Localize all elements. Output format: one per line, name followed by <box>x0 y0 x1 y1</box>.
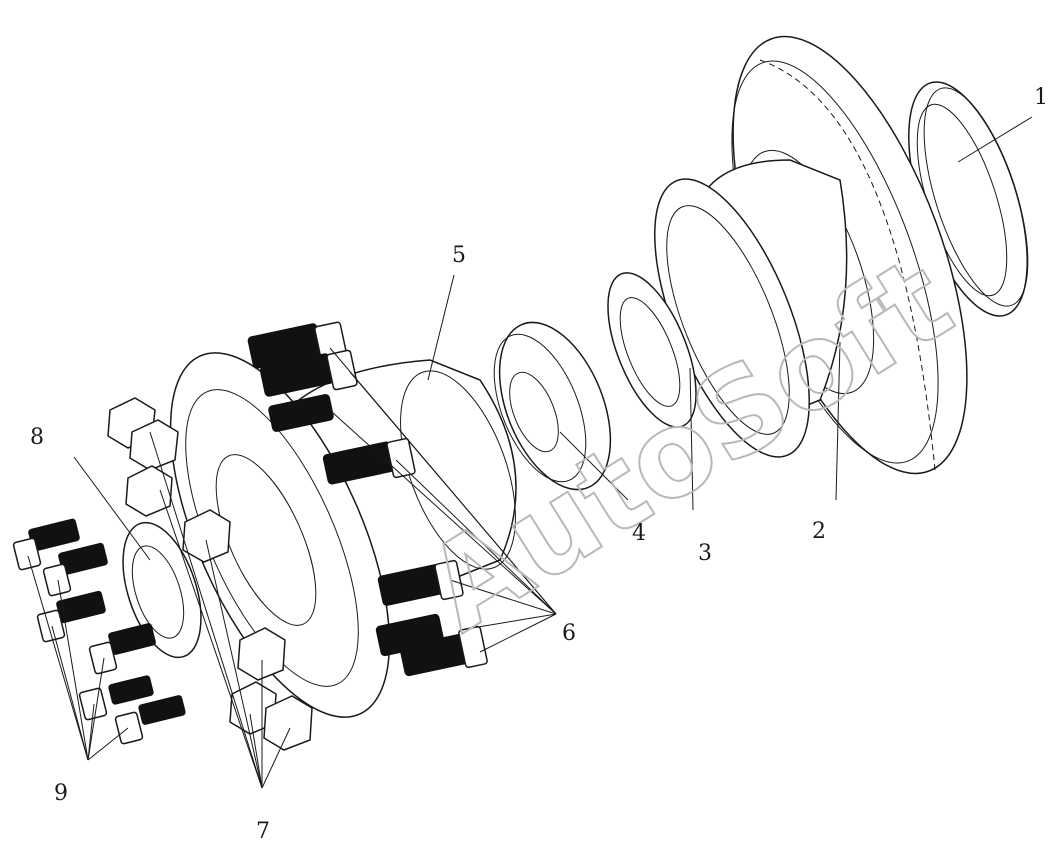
part-8-cap <box>122 521 202 659</box>
callout-4: 4 <box>632 521 646 546</box>
callout-1: 1 <box>1034 85 1048 110</box>
callout-7: 7 <box>256 819 270 844</box>
leader-lines <box>27 116 1033 789</box>
part-9-bolts <box>12 518 186 745</box>
part-4-bearing <box>493 321 612 491</box>
callout-2: 2 <box>812 519 826 544</box>
callout-3: 3 <box>698 541 712 566</box>
part-6-wheel-studs <box>247 321 488 677</box>
part-3-plate <box>607 272 697 428</box>
callout-5: 5 <box>452 243 466 268</box>
callout-9: 9 <box>54 781 68 806</box>
callout-8: 8 <box>30 425 44 450</box>
callout-6: 6 <box>562 621 576 646</box>
